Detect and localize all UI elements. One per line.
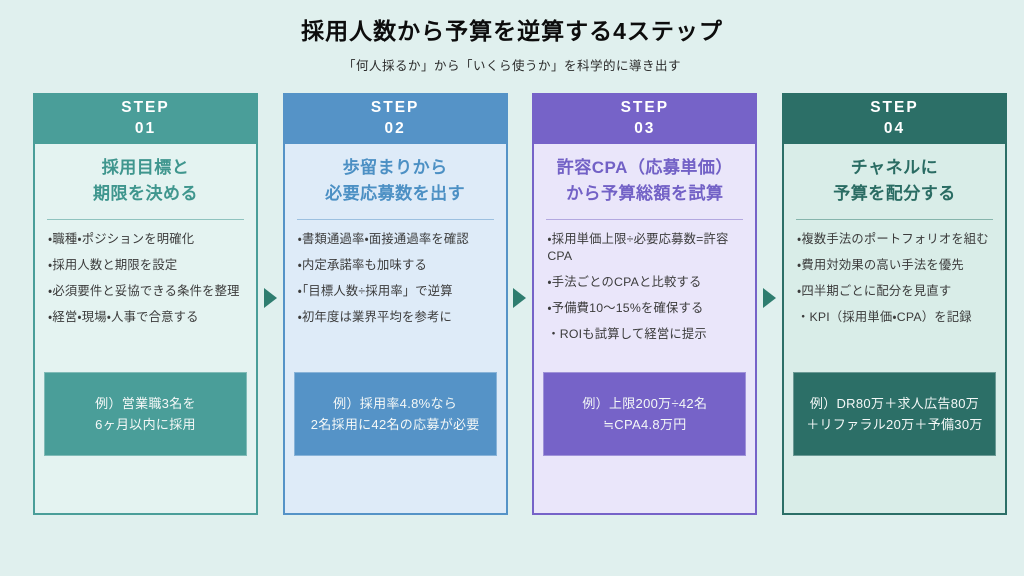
step-02-example-box: 例）採用率4.8%なら 2名採用に42名の応募が必要 [293, 372, 497, 456]
step-01-header: STEP 01 [34, 94, 257, 144]
bullet-item: ・書類通過率・面接通過率を確認 [297, 232, 469, 246]
step-label: STEP [620, 99, 670, 117]
step-02-header: STEP 02 [283, 94, 507, 144]
step-04-bullet-list: ・複数手法のポートフォリオを組む ・費用対効果の高い手法を優先 ・四半期ごとに配… [784, 231, 1005, 326]
divider [546, 219, 744, 220]
bullet-item: ・初年度は業界平均を参考に [297, 310, 453, 325]
arrow-right-icon [263, 288, 277, 308]
step-03-header: STEP 03 [533, 94, 757, 144]
step-card-02: STEP 02 歩留まりから 必要応募数を出す ・書類通過率・面接通過率を確認 … [282, 93, 508, 515]
step-card-01: STEP 01 採用目標と 期限を決める ・職種・ポジションを明確化 ・採用人数… [33, 93, 258, 515]
step-label: STEP [870, 99, 919, 117]
step-04-example-box: 例）DR80万＋求人広告80万 ＋リファラル20万＋予備30万 [792, 372, 996, 456]
bullet-item: ・KPI（採用単価・CPA）を記録 [796, 310, 972, 325]
divider [795, 219, 993, 220]
arrow-right-icon [763, 288, 777, 308]
bullet-item: ・費用対効果の高い手法を優先 [796, 258, 964, 273]
bullet-item: ・採用単価上限÷必要応募数=許容CPA [547, 232, 729, 263]
step-01-title: 採用目標と 期限を決める [93, 158, 198, 203]
arrow-right-icon [513, 288, 527, 308]
step-number: 02 [384, 120, 406, 137]
step-label: STEP [121, 99, 170, 117]
step-02-bullet-list: ・書類通過率・面接通過率を確認 ・内定承諾率も加味する ・「目標人数÷採用率」で… [285, 231, 506, 326]
page-title: 採用人数から予算を逆算する4ステップ [301, 18, 723, 44]
bullet-item: ・手法ごとのCPAと比較する [547, 274, 702, 289]
bullet-item: ・四半期ごとに配分を見直す [796, 284, 952, 299]
step-card-04: STEP 04 チャネルに 予算を配分する ・複数手法のポートフォリオを組む ・… [781, 93, 1007, 515]
step-04-title: チャネルに 予算を配分する [833, 158, 956, 203]
bullet-item: ・複数手法のポートフォリオを組む [796, 232, 989, 246]
steps-row: STEP 01 採用目標と 期限を決める ・職種・ポジションを明確化 ・採用人数… [33, 93, 1007, 515]
bullet-item: ・職種・ポジションを明確化 [48, 232, 195, 246]
divider [296, 219, 494, 220]
step-03-title: 許容CPA（応募単価） から予算総額を試算 [556, 158, 733, 203]
bullet-item: ・必須要件と妥協できる条件を整理 [48, 284, 240, 299]
bullet-item: ・「目標人数÷採用率」で逆算 [297, 284, 453, 299]
step-02-title: 歩留まりから 必要応募数を出す [325, 158, 466, 203]
bullet-item: ・採用人数と期限を設定 [48, 258, 178, 273]
step-01-example-box: 例）営業職3名を 6ヶ月以内に採用 [44, 372, 247, 456]
step-number: 03 [634, 120, 656, 137]
step-01-bullet-list: ・職種・ポジションを明確化 ・採用人数と期限を設定 ・必須要件と妥協できる条件を… [35, 231, 256, 326]
step-04-header: STEP 04 [782, 94, 1006, 144]
bullet-item: ・内定承諾率も加味する [297, 258, 428, 273]
bullet-item: ・ROIも試算して経営に提示 [547, 326, 707, 341]
bullet-item: ・経営・現場・人事で合意する [48, 310, 199, 325]
page-subtitle: 「何人採るか」から「いくら使うか」を科学的に導き出す [342, 59, 681, 73]
step-number: 01 [134, 120, 157, 137]
bullet-item: ・予備費10〜15%を確保する [547, 300, 704, 315]
step-card-03: STEP 03 許容CPA（応募単価） から予算総額を試算 ・採用単価上限÷必要… [532, 93, 758, 515]
step-number: 04 [883, 120, 906, 137]
divider [47, 219, 244, 220]
step-label: STEP [370, 99, 420, 117]
step-03-bullet-list: ・採用単価上限÷必要応募数=許容CPA ・手法ごとのCPAと比較する ・予備費1… [534, 231, 755, 342]
step-03-example-box: 例）上限200万÷42名 ≒CPA4.8万円 [543, 372, 747, 456]
